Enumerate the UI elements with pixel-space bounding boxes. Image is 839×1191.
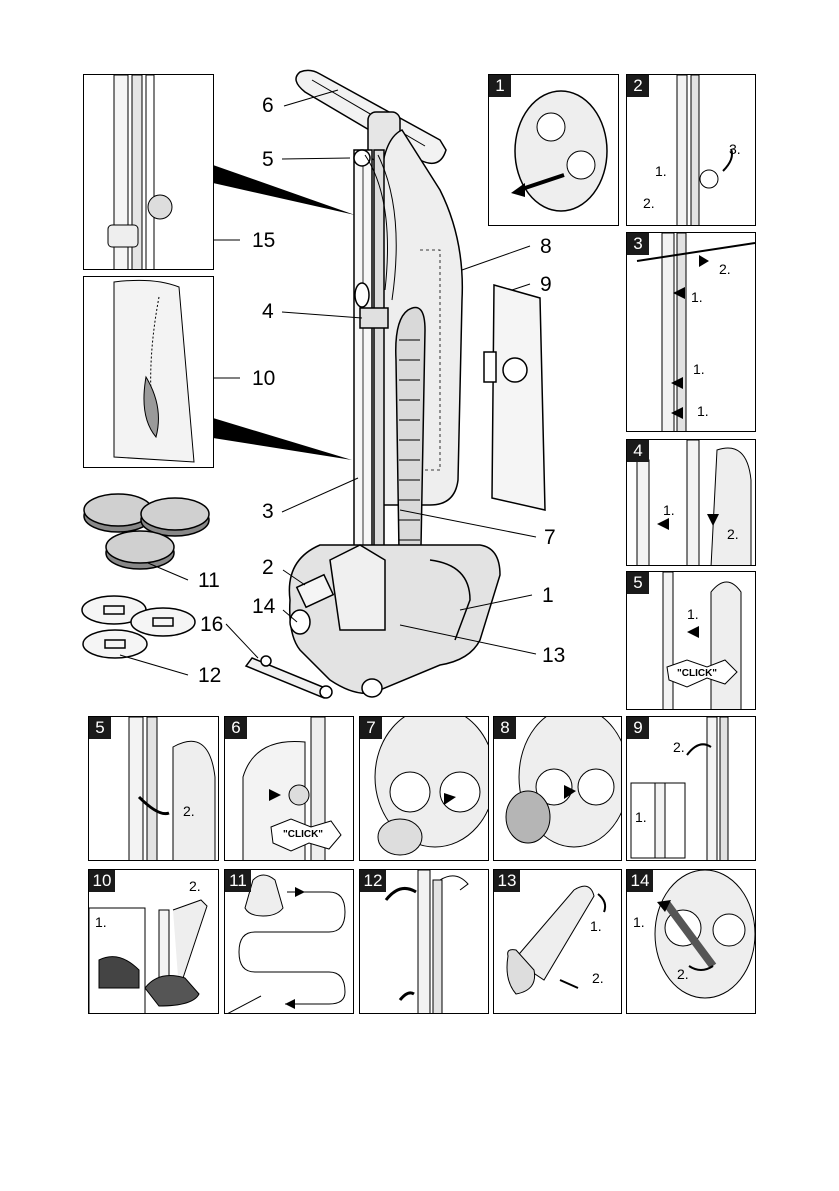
panel-badge: 6 [225, 717, 247, 739]
panel-badge: 5 [627, 572, 649, 594]
callout-5: 5 [262, 148, 274, 172]
panel-badge: 4 [627, 440, 649, 462]
callout-12: 12 [198, 664, 221, 688]
panel-badge: 8 [494, 717, 516, 739]
step-label: 1. [655, 163, 667, 179]
panel-3: 3 2. 1. 1. 1. [626, 232, 756, 432]
dust-bag [484, 285, 545, 510]
step-label: 1. [691, 289, 703, 305]
callout-1: 1 [542, 584, 554, 608]
panel-10: 10 2. 1. [88, 869, 219, 1014]
machine-base [289, 545, 500, 697]
callout-15: 15 [252, 229, 275, 253]
step-label: 2. [673, 739, 685, 755]
panel-badge: 14 [627, 870, 653, 892]
callout-9: 9 [540, 273, 552, 297]
step-label: 1. [635, 809, 647, 825]
step-label: 1. [687, 606, 699, 622]
click-label: "CLICK" [283, 829, 323, 840]
step-label: 1. [590, 918, 602, 934]
panel-badge: 9 [627, 717, 649, 739]
step-label: 2. [719, 261, 731, 277]
step-label: 1. [693, 361, 705, 377]
callout-8: 8 [540, 235, 552, 259]
callout-7: 7 [544, 526, 556, 550]
panel-badge: 5 [89, 717, 111, 739]
callout-4: 4 [262, 300, 274, 324]
detail-panel-tube-clip [83, 74, 214, 270]
callout-11: 11 [198, 569, 220, 593]
callout-2: 2 [262, 556, 274, 580]
panel-7: 7 [359, 716, 489, 861]
click-label: "CLICK" [677, 668, 717, 679]
panel-9: 9 2. 1. [626, 716, 756, 861]
callout-16: 16 [200, 613, 223, 637]
pad-holders-group [82, 596, 195, 658]
panel-badge: 2 [627, 75, 649, 97]
panel-13: 13 1. 2. [493, 869, 622, 1014]
panel-6: 6 "CLICK" [224, 716, 354, 861]
panel-14: 14 1. 2. [626, 869, 756, 1014]
callout-6: 6 [262, 94, 274, 118]
step-label: 2. [727, 526, 739, 542]
panel-badge: 7 [360, 717, 382, 739]
panel-1: 1 [488, 74, 619, 226]
callout-13: 13 [542, 644, 565, 668]
step-label: 2. [189, 878, 201, 894]
callout-10: 10 [252, 367, 275, 391]
panel-5-bottom: 5 2. [88, 716, 219, 861]
step-label: 1. [697, 403, 709, 419]
detail-panel-bag-zipper [83, 276, 214, 468]
panel-badge: 1 [489, 75, 511, 97]
panel-12: 12 [359, 869, 489, 1014]
panel-badge: 11 [225, 870, 251, 892]
panel-badge: 13 [494, 870, 520, 892]
step-label: 1. [95, 914, 107, 930]
step-label: 2. [592, 970, 604, 986]
zoom-wedge-bottom [213, 418, 352, 460]
bag-zipper-illustration [84, 277, 214, 468]
step-label: 1. [633, 914, 645, 930]
tube-clip-illustration [84, 75, 214, 270]
callout-14: 14 [252, 595, 275, 619]
panel-badge: 12 [360, 870, 386, 892]
callout-3: 3 [262, 500, 274, 524]
step-label: 2. [643, 195, 655, 211]
step-label: 1. [663, 502, 675, 518]
step-label: 2. [183, 803, 195, 819]
zoom-wedge-top [213, 165, 355, 215]
panel-4: 4 1. 2. [626, 439, 756, 566]
step-label: 2. [677, 966, 689, 982]
panel-badge: 3 [627, 233, 649, 255]
panel-1-illustration [489, 75, 619, 226]
panel-2: 2 1. 2. 3. [626, 74, 756, 226]
felt-pads-group [84, 494, 209, 569]
panel-badge: 10 [89, 870, 115, 892]
panel-3-illustration [627, 233, 756, 432]
panel-8: 8 [493, 716, 622, 861]
panel-11: 11 [224, 869, 354, 1014]
step-label: 3. [729, 141, 741, 157]
panel-5-top: 5 1. "CLICK" [626, 571, 756, 710]
